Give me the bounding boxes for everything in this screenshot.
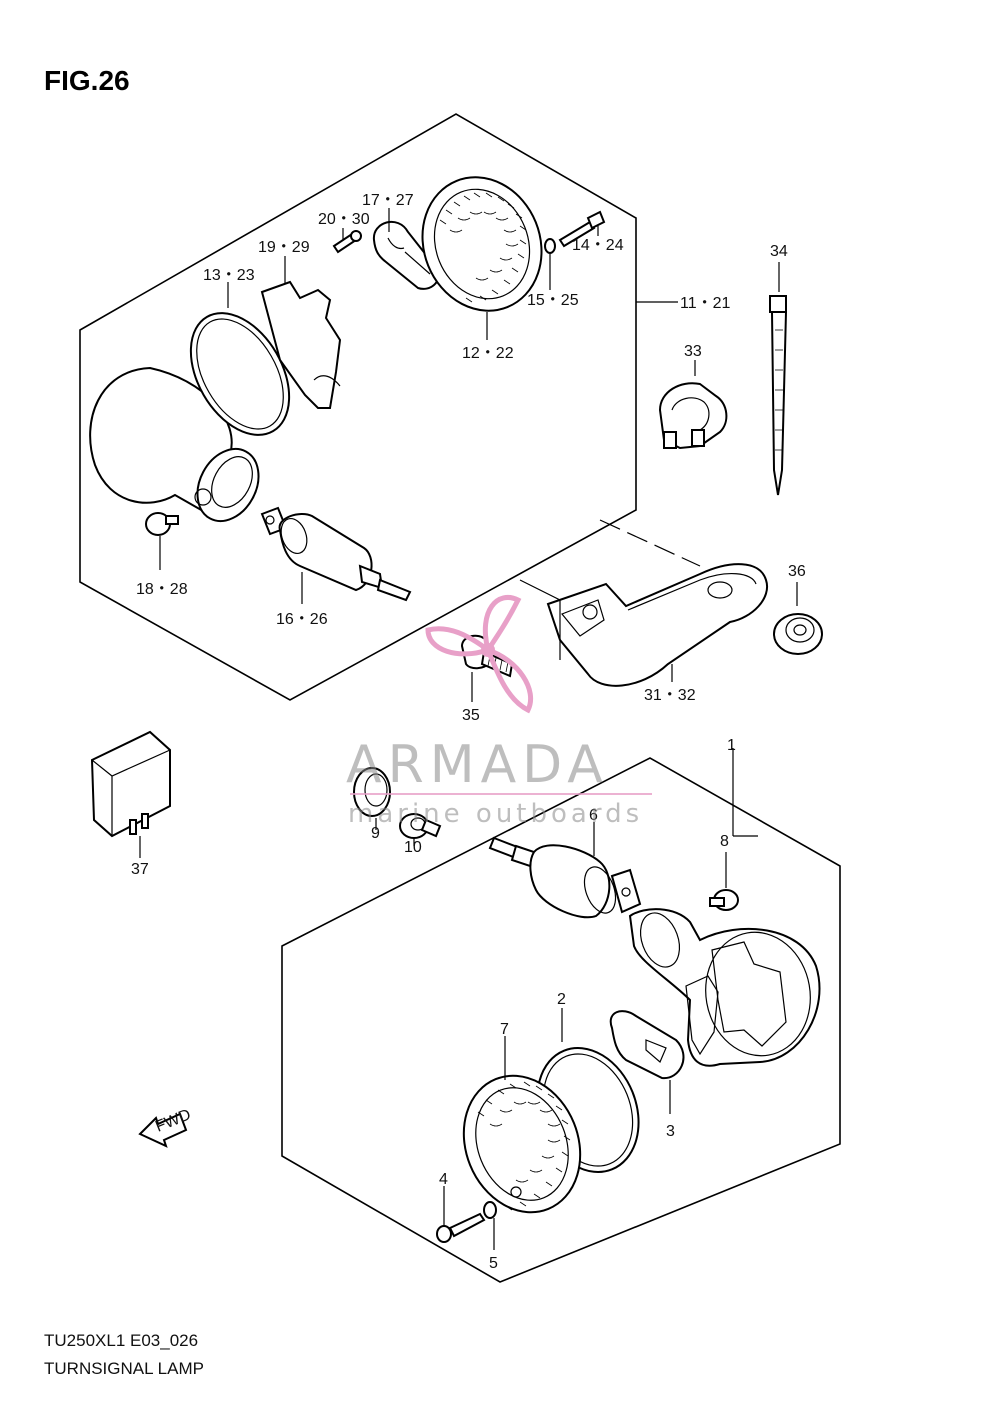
bulb-upper bbox=[372, 221, 440, 290]
callout-2: 7 bbox=[500, 1021, 509, 1038]
callout-11-21: 11・21 bbox=[680, 295, 731, 312]
lens-screw-lower bbox=[436, 1212, 486, 1243]
socket-lower bbox=[488, 836, 642, 919]
callout-16-26: 16・26 bbox=[276, 611, 328, 628]
upper-assembly-boundary bbox=[79, 113, 637, 701]
callout-37: 37 bbox=[131, 861, 149, 878]
lens-upper bbox=[421, 176, 543, 312]
grommet bbox=[353, 767, 391, 817]
callout-31-32: 31・32 bbox=[644, 687, 696, 704]
callout-15-25: 15・25 bbox=[527, 292, 579, 309]
rivet-lower bbox=[709, 889, 739, 911]
callout-6: 6 bbox=[589, 807, 598, 824]
watermark-brand: ARMADA bbox=[346, 735, 609, 795]
collar-nut bbox=[399, 813, 442, 839]
callout-33: 33 bbox=[684, 343, 702, 360]
callout-34: 34 bbox=[770, 243, 788, 260]
lamp-housing-lower bbox=[628, 908, 821, 1067]
callout-7: 3 bbox=[666, 1123, 675, 1140]
washer-upper bbox=[544, 238, 556, 254]
callout-8: 8 bbox=[720, 833, 729, 850]
washer-lower bbox=[483, 1201, 497, 1219]
callout-19-29: 19・29 bbox=[258, 239, 310, 256]
watermark-tagline: marine outboards bbox=[348, 799, 643, 829]
diagram-code: TU250XL1 E03_026 bbox=[44, 1331, 198, 1350]
flange-nut bbox=[773, 613, 823, 655]
socket-upper bbox=[260, 506, 412, 602]
callout-35: 35 bbox=[462, 707, 480, 724]
callout-13-23: 13・23 bbox=[203, 267, 255, 284]
callout-20-30: 20・30 bbox=[318, 211, 370, 228]
bulb-screw bbox=[332, 230, 362, 254]
watermark-logo-icon bbox=[425, 595, 534, 714]
callout-10: 10 bbox=[404, 839, 422, 856]
watermark: ARMADA marine outboards bbox=[346, 595, 652, 829]
diagram-name: TURNSIGNAL LAMP bbox=[44, 1359, 204, 1378]
callout-12-22: 12・22 bbox=[462, 345, 514, 362]
callout-9: 9 bbox=[371, 825, 380, 842]
callout-18-28: 18・28 bbox=[136, 581, 188, 598]
flasher-relay bbox=[90, 730, 171, 838]
wire-clamp bbox=[658, 382, 728, 450]
rivet-upper bbox=[145, 512, 179, 536]
callout-17-27: 17・27 bbox=[362, 192, 414, 209]
forward-direction-arrow: FWD bbox=[138, 1106, 193, 1148]
gasket-ring bbox=[189, 312, 291, 436]
lens-lower bbox=[462, 1074, 582, 1214]
cable-tie bbox=[769, 295, 788, 496]
callout-14-24: 14・24 bbox=[572, 237, 624, 254]
callout-36: 36 bbox=[788, 563, 806, 580]
callout-1: 1 bbox=[727, 737, 736, 754]
mounting-bracket bbox=[546, 563, 769, 687]
callout-5: 5 bbox=[489, 1255, 498, 1272]
lens-screw-upper bbox=[558, 210, 606, 248]
bulb-lower bbox=[609, 1010, 685, 1080]
callout-4: 4 bbox=[439, 1171, 448, 1188]
lower-assembly-boundary bbox=[281, 757, 841, 1283]
callout-3: 2 bbox=[557, 991, 566, 1008]
figure-title: FIG.26 bbox=[44, 65, 130, 96]
